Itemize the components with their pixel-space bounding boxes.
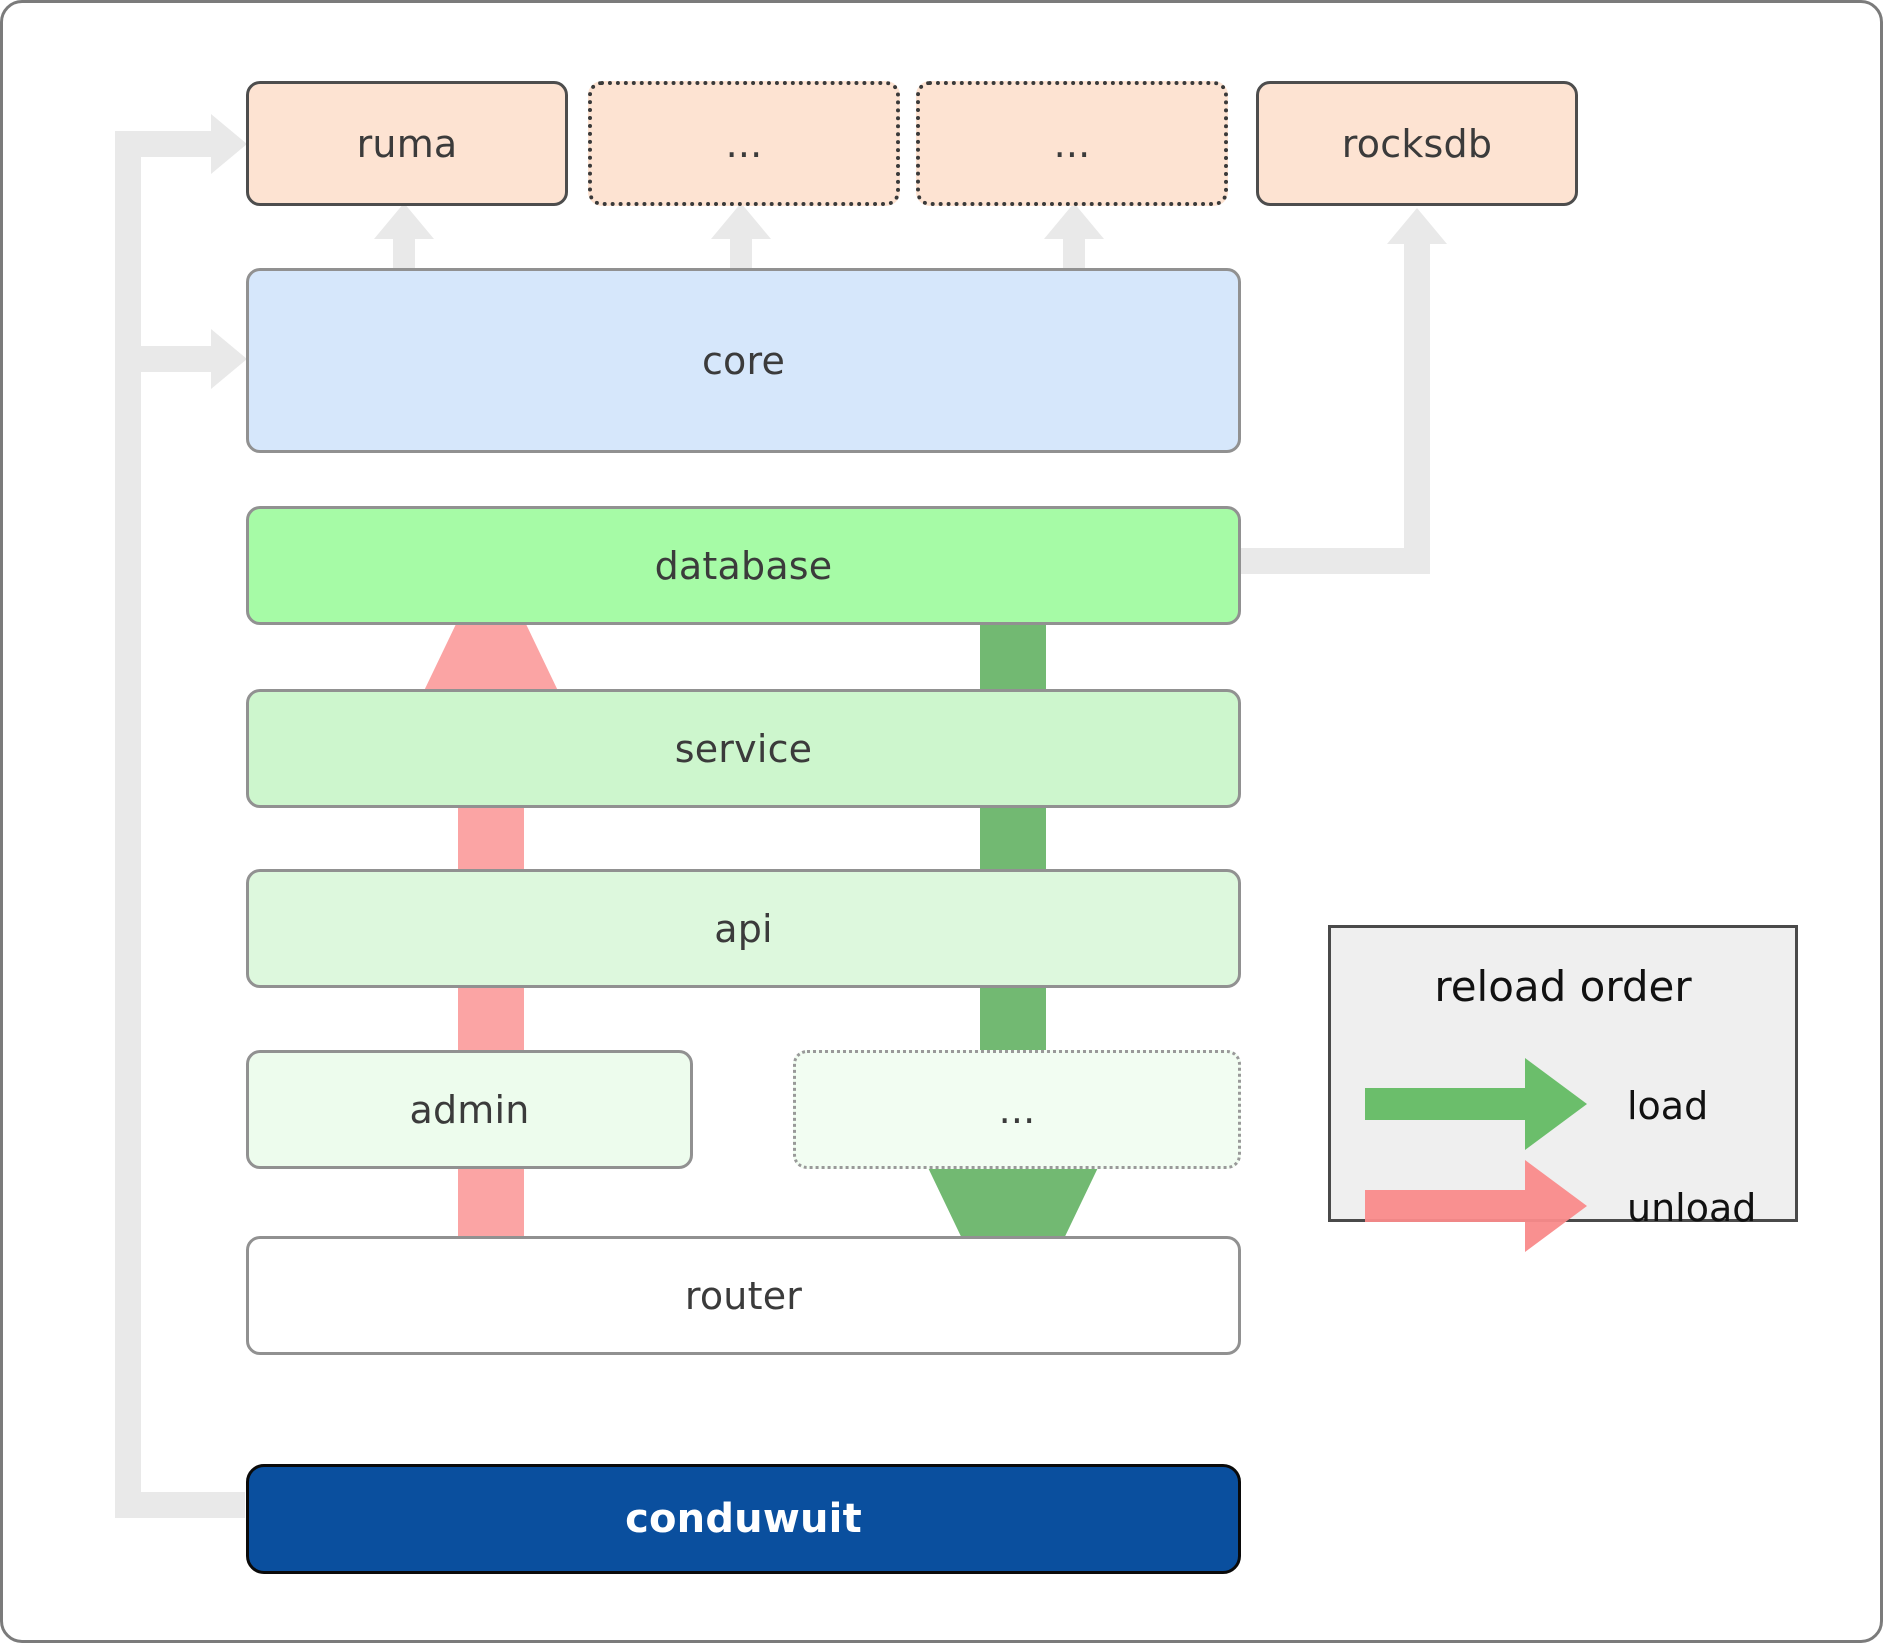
connector-core-to-ruma-arrowhead xyxy=(374,203,434,239)
node-service[interactable]: service xyxy=(246,689,1241,808)
connector-to-core-arrowhead xyxy=(211,329,247,389)
node-rocksdb-label: rocksdb xyxy=(1341,121,1493,166)
node-api[interactable]: api xyxy=(246,869,1241,988)
node-dependency-ellipsis-1-label: ... xyxy=(725,121,763,166)
connector-core-to-dep3-arrowhead xyxy=(1044,203,1104,239)
node-layer-ellipsis[interactable]: ... xyxy=(793,1050,1241,1169)
node-service-label: service xyxy=(674,726,813,771)
connector-to-ruma-stem xyxy=(115,131,223,157)
node-dependency-ellipsis-2[interactable]: ... xyxy=(916,81,1228,206)
legend-title: reload order xyxy=(1434,962,1692,1011)
legend-row-unload: unload xyxy=(1365,1156,1756,1260)
node-conduwuit[interactable]: conduwuit xyxy=(246,1464,1241,1574)
node-database-label: database xyxy=(654,543,833,588)
node-rocksdb[interactable]: rocksdb xyxy=(1256,81,1578,206)
node-ruma-label: ruma xyxy=(356,121,458,166)
node-core[interactable]: core xyxy=(246,268,1241,453)
unload-arrow-icon xyxy=(1365,1156,1593,1260)
node-router-label: router xyxy=(684,1273,803,1318)
legend-unload-label: unload xyxy=(1627,1186,1757,1230)
legend-row-load: load xyxy=(1365,1054,1708,1158)
node-layer-ellipsis-label: ... xyxy=(998,1087,1036,1132)
connector-database-to-rocksdb-vertical xyxy=(1404,243,1430,563)
node-admin-label: admin xyxy=(409,1087,530,1132)
connector-to-core-stem xyxy=(115,346,223,372)
node-router[interactable]: router xyxy=(246,1236,1241,1355)
legend-load-label: load xyxy=(1627,1084,1709,1128)
connector-core-to-dep2-arrowhead xyxy=(711,203,771,239)
node-ruma[interactable]: ruma xyxy=(246,81,568,206)
connector-rail-to-root xyxy=(115,1492,245,1518)
connector-to-ruma-arrowhead xyxy=(211,114,247,174)
node-dependency-ellipsis-1[interactable]: ... xyxy=(588,81,900,206)
node-conduwuit-label: conduwuit xyxy=(625,1496,862,1542)
connector-rail-vertical xyxy=(115,138,141,1518)
connector-database-to-rocksdb-horizontal xyxy=(1240,548,1430,574)
load-arrow-icon xyxy=(1365,1054,1593,1158)
node-admin[interactable]: admin xyxy=(246,1050,693,1169)
legend-panel: reload order load unload xyxy=(1328,925,1798,1252)
node-dependency-ellipsis-2-label: ... xyxy=(1053,121,1091,166)
connector-rocksdb-arrowhead xyxy=(1387,208,1447,244)
node-api-label: api xyxy=(714,906,773,951)
node-database[interactable]: database xyxy=(246,506,1241,625)
node-core-label: core xyxy=(701,338,786,383)
